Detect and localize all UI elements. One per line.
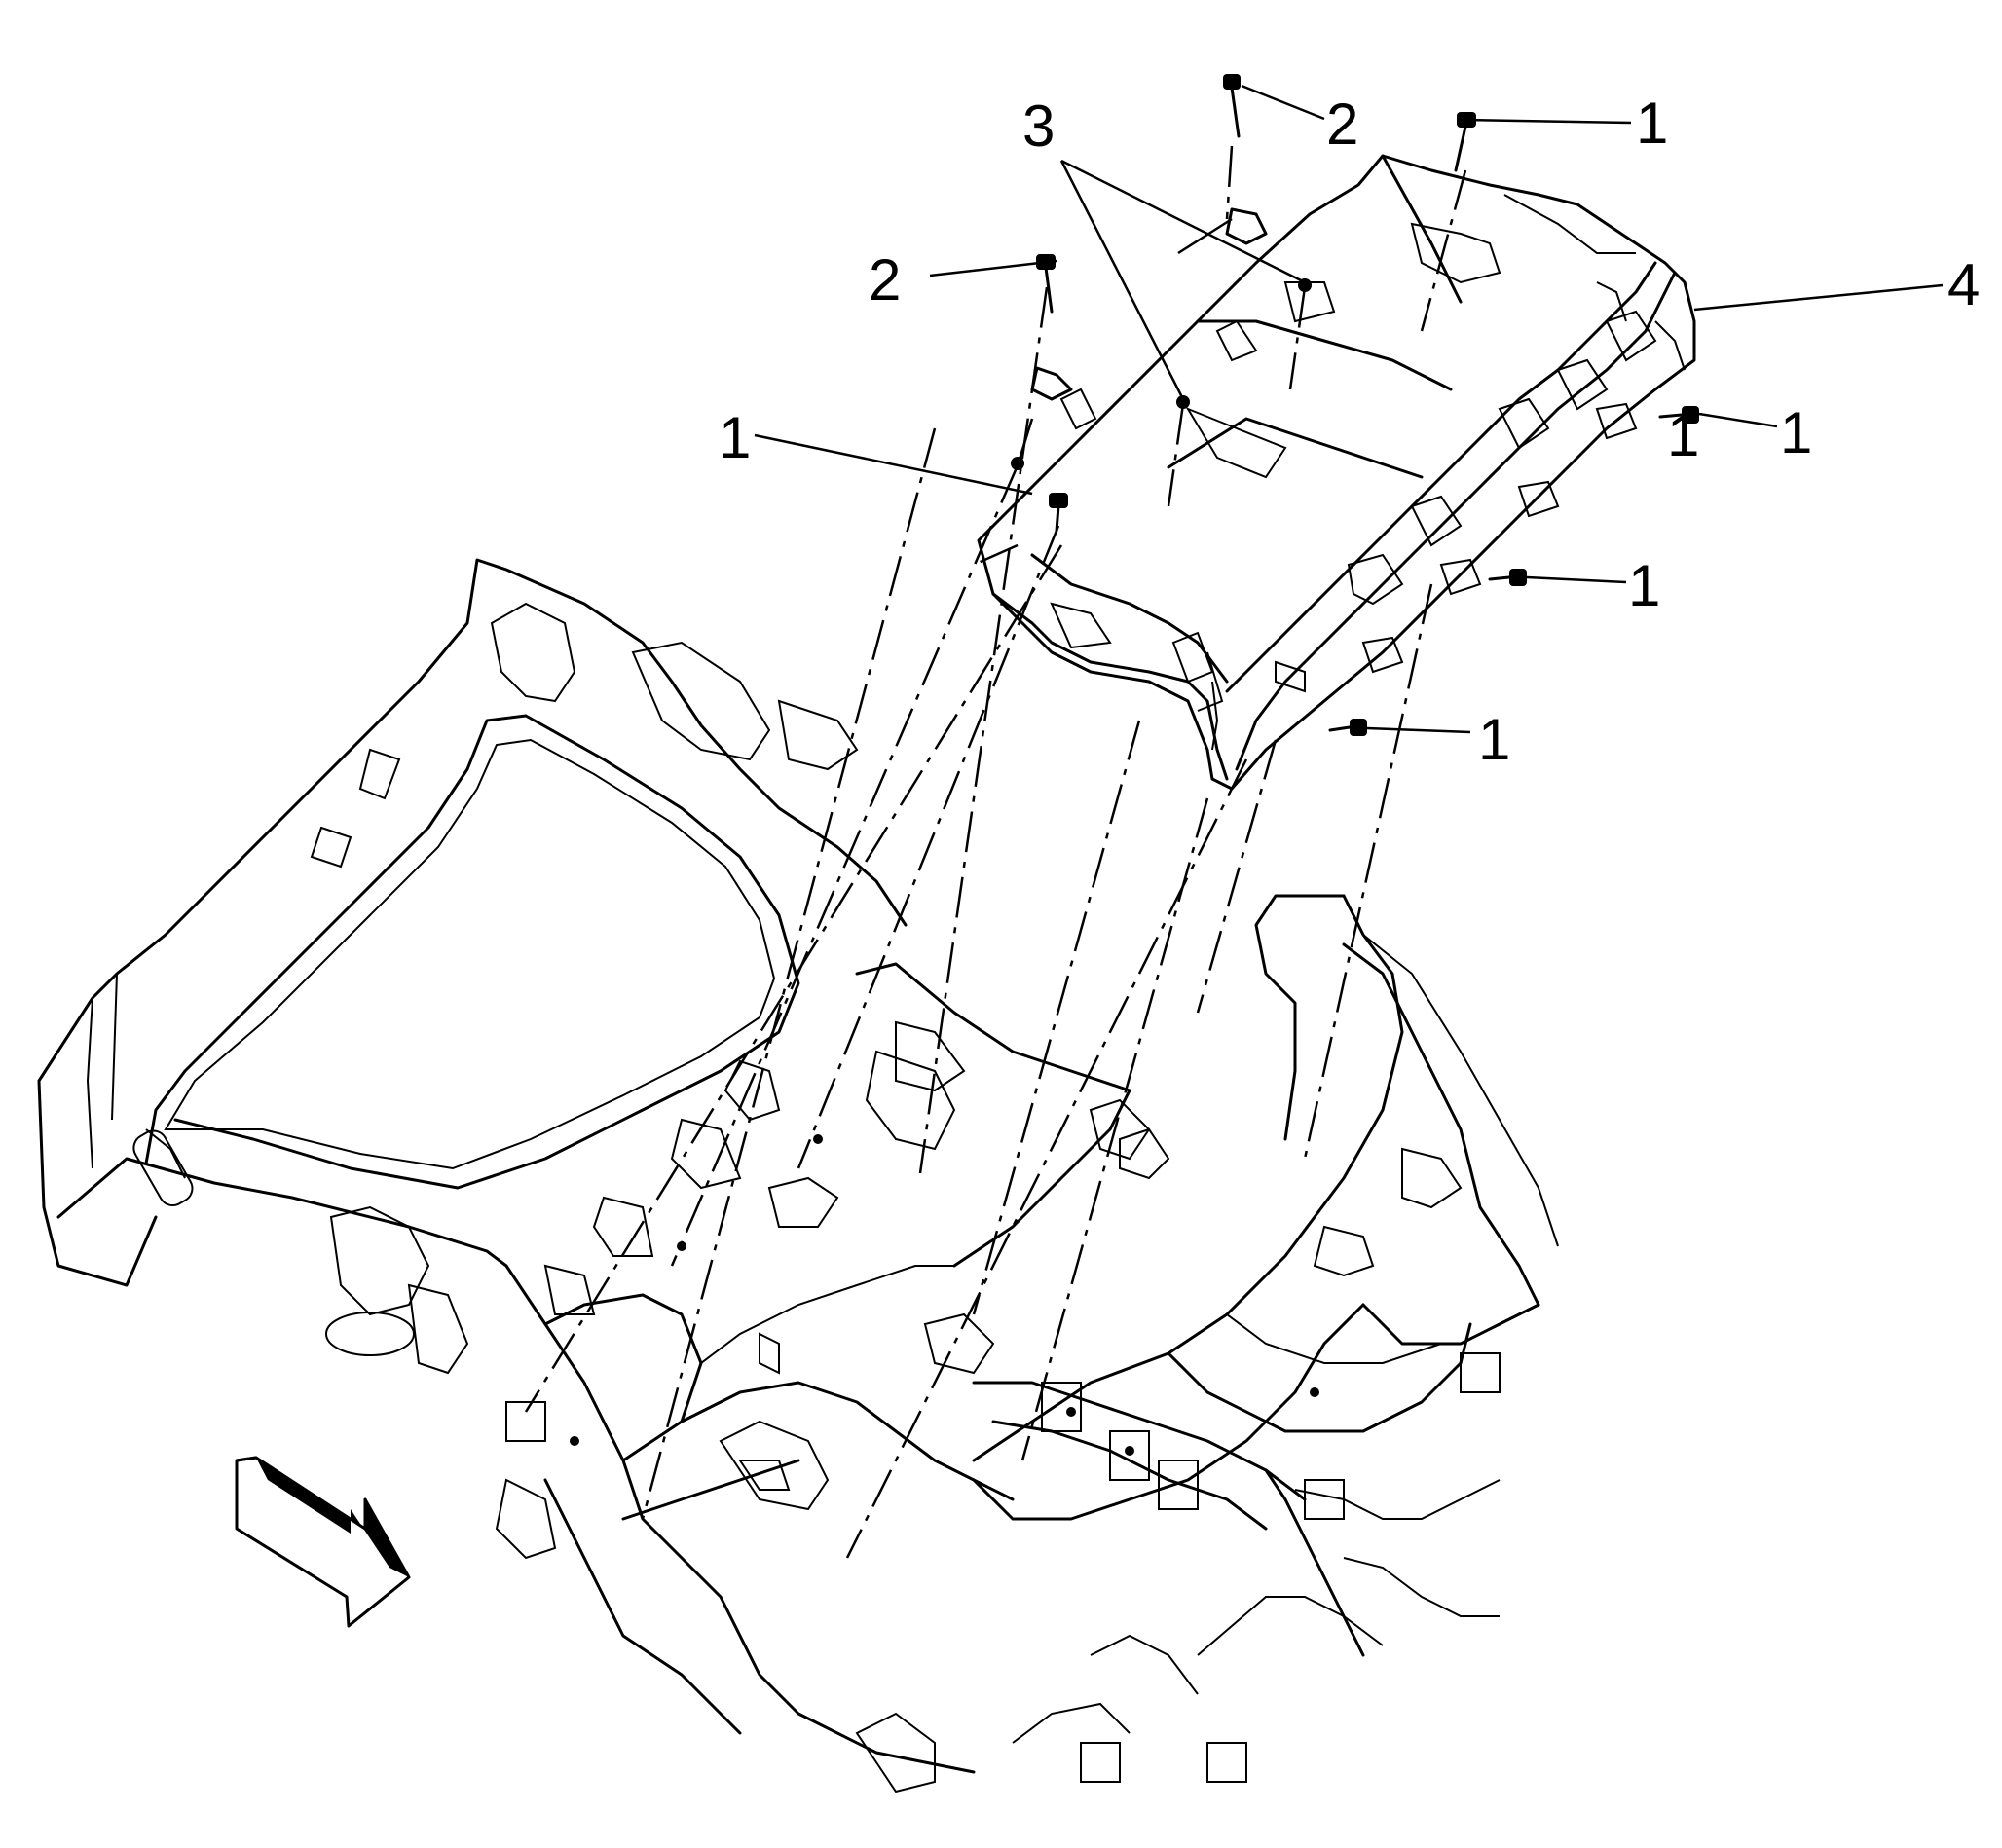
- bolt-icon: [1328, 719, 1367, 736]
- callout-label: 1: [1667, 403, 1699, 468]
- callout-label: 2: [869, 247, 901, 313]
- callout-label: 2: [1326, 92, 1358, 157]
- callout-label: 1: [1780, 400, 1812, 465]
- console-bracket: [977, 154, 1696, 791]
- exploded-view-guide-lines: [524, 145, 1467, 1559]
- bolt-icon: [1223, 74, 1241, 138]
- vehicle-floor-structure: [37, 558, 1559, 1793]
- callout-label: 1: [1636, 91, 1668, 156]
- callout-leaders: [754, 84, 1944, 734]
- callout-label: 1: [1628, 553, 1660, 618]
- callouts: 1 2 3 1 4 1 1 2 1 1: [719, 91, 1980, 772]
- bolt-icon: [1488, 569, 1527, 586]
- callout-label: 1: [1478, 707, 1510, 772]
- callout-label: 4: [1947, 252, 1980, 317]
- forward-direction-arrow-icon: [235, 1456, 411, 1628]
- callout-label: 3: [1022, 93, 1055, 159]
- callout-label: 1: [719, 405, 751, 470]
- fasteners: [1011, 74, 1699, 736]
- bolt-icon: [1658, 406, 1699, 424]
